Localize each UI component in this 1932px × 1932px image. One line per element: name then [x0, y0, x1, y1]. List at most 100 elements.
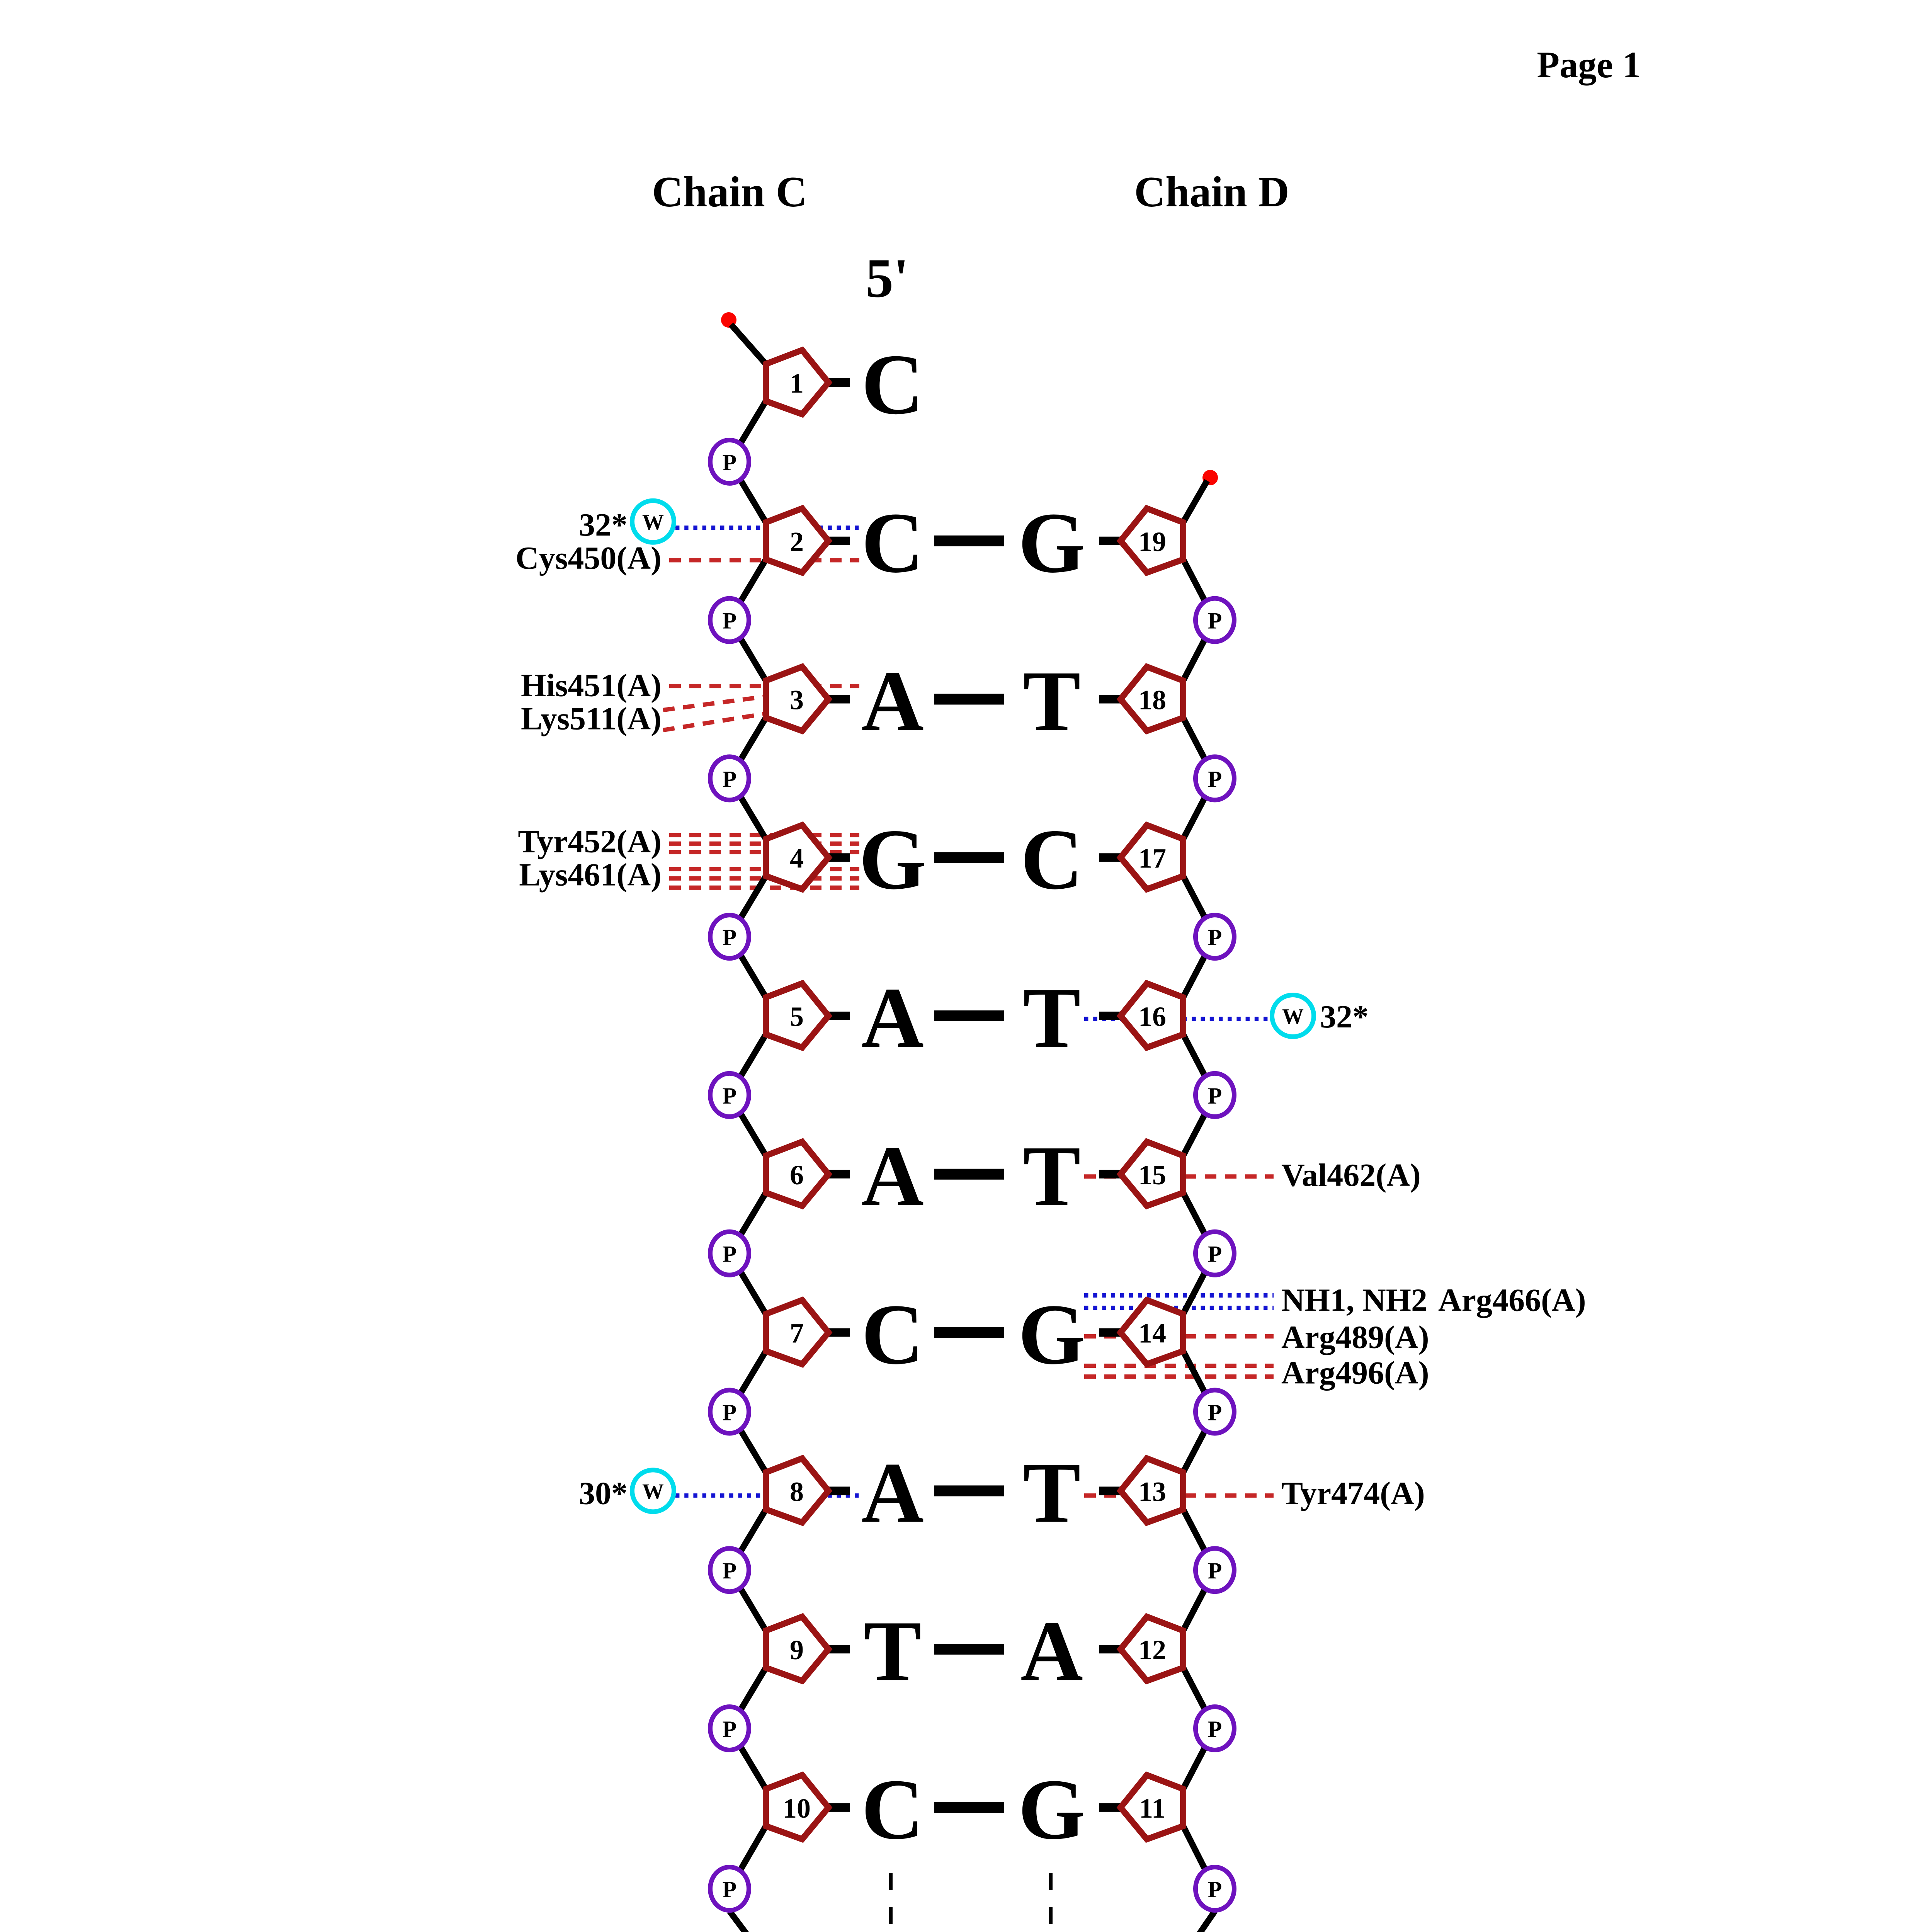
phosphate-circle [708, 1388, 751, 1436]
base-letter-A: A [861, 1445, 924, 1541]
sugar-pentagon-chain-c [763, 1296, 833, 1368]
water-letter: W [642, 1480, 664, 1503]
phosphate-circle [708, 1546, 751, 1594]
sugar-number: 17 [1138, 843, 1166, 874]
sugar-pentagon-chain-c [763, 346, 833, 418]
sugar-number: 9 [790, 1634, 804, 1665]
phosphate-letter: P [723, 766, 737, 792]
sugar-pentagon-chain-c [763, 821, 833, 893]
phosphate-letter: P [1208, 1400, 1222, 1425]
residue-contact-label: NH1, NH2 [1281, 1282, 1427, 1318]
phosphate-letter: P [723, 925, 737, 950]
water-number-label: 32* [579, 507, 628, 543]
phosphate-letter: P [1208, 1083, 1222, 1109]
residue-contact-label: Val462(A) [1281, 1157, 1421, 1193]
phosphate-letter: P [1208, 925, 1222, 950]
residue-contact-label: His451(A) [521, 668, 662, 704]
sugar-pentagon-chain-d [1116, 505, 1186, 577]
phosphate-letter: P [1208, 1716, 1222, 1742]
water-circle [1270, 993, 1316, 1039]
contact-line-diagonal [663, 694, 769, 713]
sugar-pentagon-chain-d [1116, 980, 1186, 1051]
sugar-number: 1 [790, 368, 804, 399]
phosphate-letter: P [723, 450, 737, 475]
contact-line-diagonal [663, 711, 769, 733]
base-letter-G: G [1018, 1287, 1085, 1383]
phosphate-letter: P [1208, 608, 1222, 634]
sugar-pentagon-chain-d [1116, 1296, 1186, 1368]
phosphate-circle [1193, 1071, 1236, 1119]
phosphate-circle [708, 596, 751, 644]
phosphate-letter: P [1208, 1558, 1222, 1583]
residue-contact-label: Arg496(A) [1281, 1355, 1429, 1391]
phosphate-letter: P [723, 1877, 737, 1902]
base-letter-A: A [1020, 1603, 1083, 1699]
sugar-number: 14 [1138, 1318, 1166, 1349]
chain-c-label: Chain C [652, 168, 807, 216]
base-letter-G: G [1018, 1762, 1085, 1857]
sugar-pentagon-chain-d [1116, 1454, 1186, 1526]
sugar-pentagon-chain-c [763, 505, 833, 577]
sugar-number: 15 [1138, 1160, 1166, 1190]
base-letter-G: G [859, 811, 926, 907]
water-circle [630, 498, 676, 545]
phosphate-circle [1193, 754, 1236, 803]
phosphate-letter: P [723, 1083, 737, 1109]
sugar-number: 7 [790, 1318, 804, 1349]
five-prime-label: 5' [866, 248, 909, 309]
sugar-pentagon-chain-c [763, 1454, 833, 1526]
residue-contact-label: Arg489(A) [1281, 1320, 1429, 1355]
phosphate-circle [1193, 913, 1236, 961]
phosphate-letter: P [1208, 1242, 1222, 1267]
sugar-pentagon-chain-d [1116, 1613, 1186, 1685]
page-number-label: Page 1 [1537, 44, 1641, 85]
water-letter: W [642, 510, 664, 534]
residue-contact-label: Lys461(A) [519, 857, 662, 893]
sugar-number: 4 [790, 843, 804, 874]
base-letter-T: T [1023, 1128, 1080, 1224]
sugar-pentagon-chain-c [763, 1613, 833, 1685]
base-letter-C: C [1020, 811, 1083, 907]
base-letter-T: T [1023, 653, 1080, 749]
sugar-number: 5 [790, 1001, 804, 1032]
phosphate-circle [708, 754, 751, 803]
phosphate-circle [708, 1071, 751, 1119]
backbone-segment [727, 1909, 749, 1932]
phosphate-circle [708, 1229, 751, 1277]
phosphate-letter: P [723, 1242, 737, 1267]
base-letter-A: A [861, 1128, 924, 1224]
sugar-pentagon-chain-d [1116, 1771, 1186, 1843]
base-letter-A: A [861, 970, 924, 1066]
sugar-number: 6 [790, 1160, 804, 1190]
sugar-number: 3 [790, 685, 804, 716]
sugar-pentagon-chain-d [1116, 821, 1186, 893]
water-letter: W [1282, 1005, 1304, 1029]
phosphate-circle [1193, 1704, 1236, 1752]
sugar-number: 16 [1138, 1001, 1166, 1032]
phosphate-letter: P [1208, 766, 1222, 792]
residue-contact-label: Arg466(A) [1438, 1282, 1586, 1318]
phosphate-letter: P [723, 1716, 737, 1742]
residue-contact-label: Tyr474(A) [1281, 1475, 1425, 1511]
sugar-pentagon-chain-c [763, 980, 833, 1051]
sugar-pentagon-chain-c [763, 663, 833, 735]
sugar-number: 11 [1139, 1793, 1165, 1824]
sugar-pentagon-chain-d [1116, 1138, 1186, 1210]
sugar-pentagon-chain-c [763, 1138, 833, 1210]
sugar-number: 2 [790, 526, 804, 557]
phosphate-circle [708, 913, 751, 961]
base-letter-C: C [861, 1287, 924, 1383]
sugar-number: 18 [1138, 685, 1166, 716]
chain-d-label: Chain D [1134, 168, 1289, 216]
phosphate-circle [1193, 1546, 1236, 1594]
phosphate-circle [708, 1704, 751, 1752]
base-letter-T: T [1023, 970, 1080, 1066]
base-letter-C: C [861, 495, 924, 591]
base-letter-C: C [861, 337, 924, 432]
backbone-segment [1197, 1909, 1218, 1932]
sugar-number: 12 [1138, 1634, 1166, 1665]
phosphate-circle [1193, 1865, 1236, 1913]
base-letter-T: T [1023, 1445, 1080, 1541]
